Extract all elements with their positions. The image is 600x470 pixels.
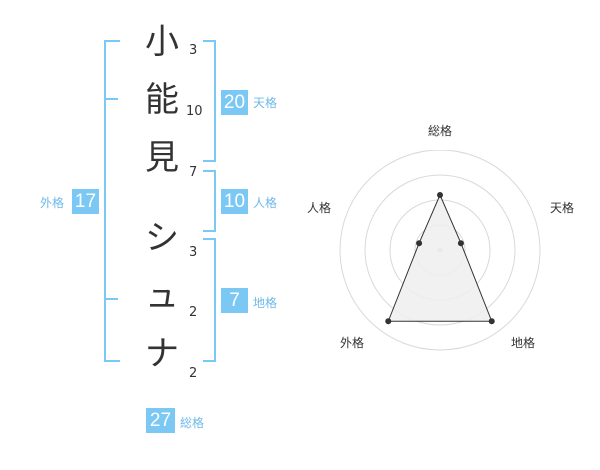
radar-point: [416, 240, 423, 247]
radar-point: [437, 192, 443, 198]
tenkaku-bracket: [203, 40, 216, 162]
chikaku-label: 地格: [253, 296, 278, 310]
tenkaku-value-box: 20: [221, 90, 248, 115]
jinkaku-label: 人格: [253, 196, 278, 210]
soukaku-value-box: 27: [146, 408, 175, 433]
radar-grid-ring: [364, 174, 516, 326]
chikaku-value-box: 7: [221, 288, 248, 313]
stroke-count-3: 7: [189, 165, 198, 180]
gaikaku-label: 外格: [40, 196, 65, 210]
name-char-1: 小: [145, 22, 179, 62]
stroke-count-1: 3: [189, 43, 198, 58]
radar-label-soukaku: 総格: [428, 124, 453, 138]
tenkaku-label: 天格: [253, 96, 278, 110]
radar-chart: [339, 150, 541, 351]
radar-label-jinkaku: 人格: [307, 201, 332, 215]
gaikaku-value-box: 17: [72, 189, 99, 214]
chikaku-bracket: [203, 238, 216, 362]
jinkaku-bracket: [203, 170, 216, 232]
gaikaku-bracket: [104, 40, 120, 362]
radar-grid-ring: [339, 150, 541, 351]
jinkaku-value-box: 10: [221, 189, 248, 214]
radar-point: [488, 318, 495, 325]
bracket-tick: [104, 98, 118, 100]
radar-label-gaikaku: 外格: [340, 336, 365, 350]
radar-label-chikaku: 地格: [511, 336, 536, 350]
name-char-3: 見: [145, 138, 179, 178]
name-char-4: シ: [145, 218, 179, 258]
stroke-count-6: 2: [189, 366, 198, 381]
name-char-2: 能: [145, 80, 179, 120]
soukaku-label: 総格: [180, 416, 205, 430]
stroke-count-4: 3: [189, 245, 198, 260]
name-char-5: ュ: [145, 276, 179, 316]
radar-shape: [387, 193, 493, 322]
stroke-count-5: 2: [189, 305, 198, 320]
bracket-tick: [104, 298, 118, 300]
radar-point: [457, 240, 464, 247]
name-char-6: ナ: [145, 334, 179, 374]
radar-label-tenkaku: 天格: [550, 201, 575, 215]
stroke-count-2: 10: [186, 104, 203, 119]
radar-point: [385, 318, 392, 325]
